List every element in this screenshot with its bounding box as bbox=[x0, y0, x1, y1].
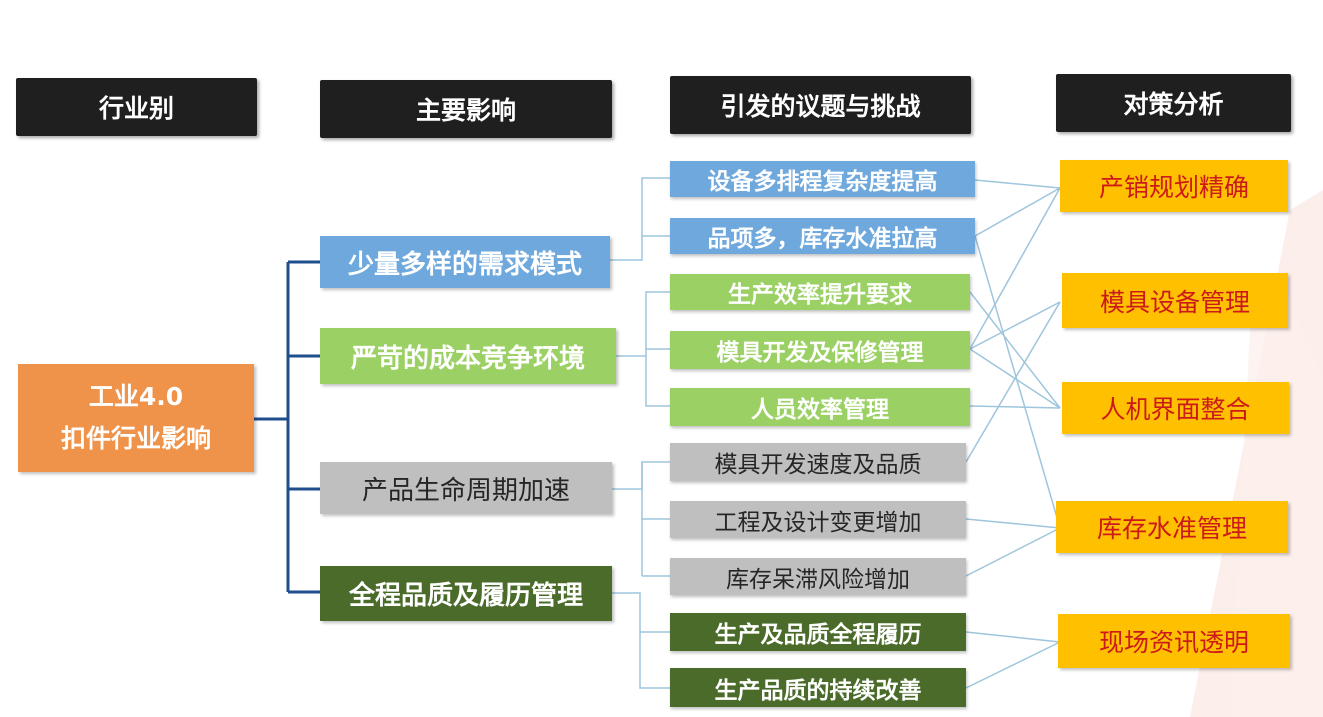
challenge-node-7: 工程及设计变更增加 bbox=[670, 501, 966, 538]
impact-node-2: 严苛的成本竞争环境 bbox=[320, 328, 616, 384]
strategy-node-4: 库存水准管理 bbox=[1056, 501, 1288, 553]
challenge-node-10: 生产品质的持续改善 bbox=[670, 668, 966, 707]
header-impact: 主要影响 bbox=[320, 80, 612, 138]
root-line1: 工业4.0 bbox=[88, 382, 184, 411]
challenge-node-2: 品项多，库存水准拉高 bbox=[670, 218, 975, 254]
strategy-node-5: 现场资讯透明 bbox=[1058, 614, 1290, 668]
impact-node-3: 产品生命周期加速 bbox=[320, 462, 612, 514]
strategy-node-2: 模具设备管理 bbox=[1062, 273, 1288, 328]
strategy-node-3: 人机界面整合 bbox=[1062, 382, 1289, 434]
header-strategy: 对策分析 bbox=[1056, 74, 1291, 132]
challenge-node-1: 设备多排程复杂度提高 bbox=[670, 161, 975, 197]
root-node: 工业4.0 扣件行业影响 bbox=[18, 364, 254, 472]
impact-node-4: 全程品质及履历管理 bbox=[320, 566, 612, 621]
root-line2: 扣件行业影响 bbox=[60, 424, 211, 453]
challenge-node-5: 人员效率管理 bbox=[670, 388, 970, 426]
header-challenges: 引发的议题与挑战 bbox=[670, 76, 971, 134]
header-industry: 行业别 bbox=[16, 78, 257, 136]
challenge-node-9: 生产及品质全程履历 bbox=[670, 613, 966, 651]
challenge-node-8: 库存呆滞风险增加 bbox=[670, 558, 966, 595]
challenge-node-3: 生产效率提升要求 bbox=[670, 274, 970, 310]
challenge-node-4: 模具开发及保修管理 bbox=[670, 331, 970, 369]
impact-node-1: 少量多样的需求模式 bbox=[320, 236, 610, 288]
strategy-node-1: 产销规划精确 bbox=[1060, 160, 1288, 212]
challenge-node-6: 模具开发速度及品质 bbox=[670, 443, 966, 481]
